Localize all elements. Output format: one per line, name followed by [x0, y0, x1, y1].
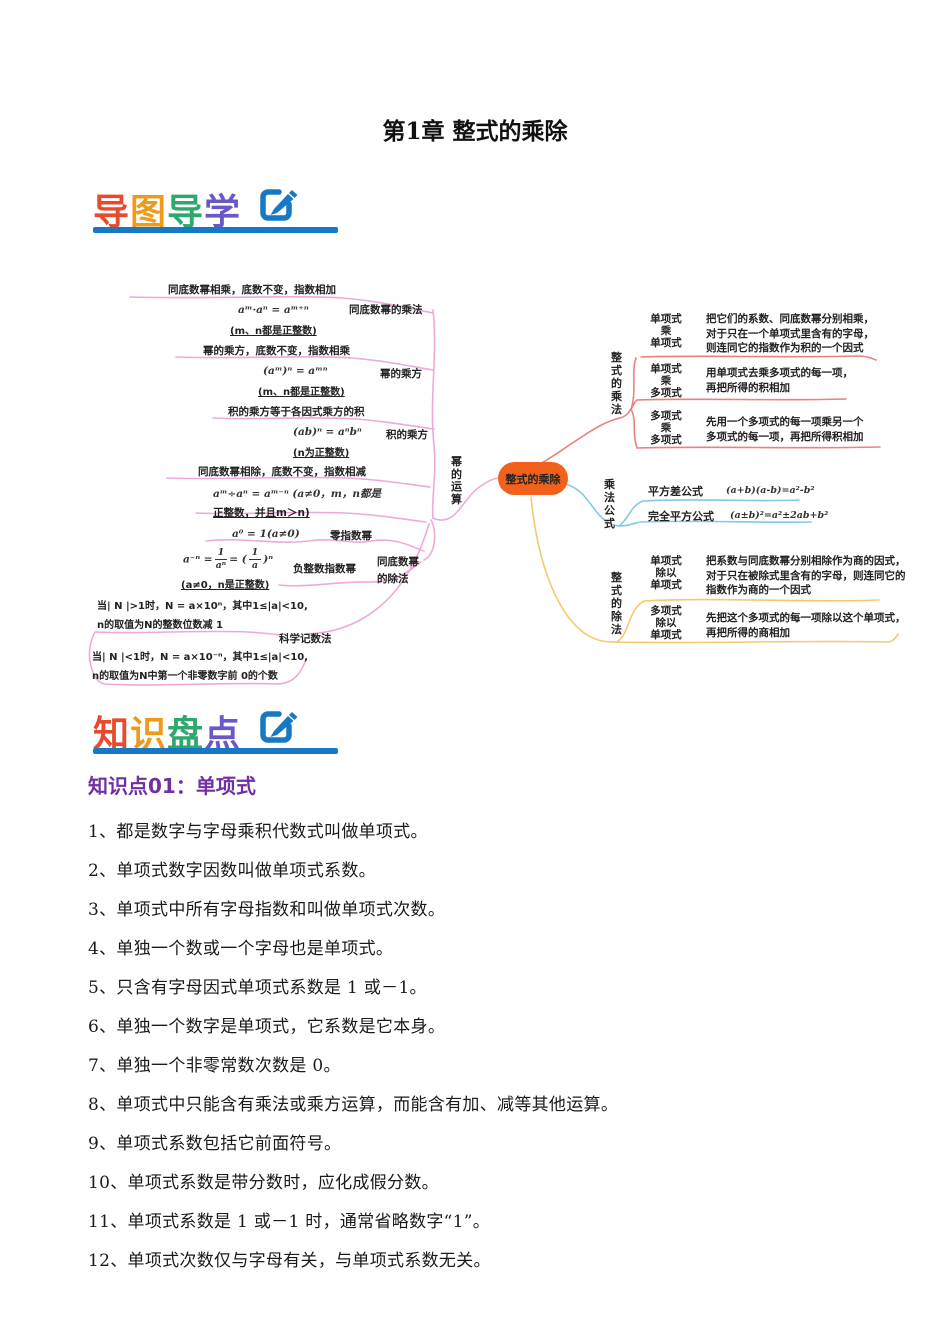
branch-label-divide: 整式的除法 [611, 571, 622, 636]
desc-poly-div-mono: 先把这个多项式的每一项除以这个单项式， 再把所得的商相加 [706, 612, 906, 639]
desc-poly-times-poly: 先用一个多项式的每一项乘另一个 多项式的每一项，再把所得积相加 [706, 416, 864, 443]
label-mul-same-base: 同底数幂的乘法 [349, 304, 423, 316]
knowledge-point-heading: 知识点01：单项式 [88, 774, 256, 798]
desc-mono-div-mono: 把系数与同底数幂分别相除作为商的因式， 对于只在被除式里含有的字母，则连同它的 … [706, 555, 906, 596]
knowledge-item-4: 4、单独一个数或一个字母也是单项式。 [88, 939, 394, 959]
neg-exp-close: )ⁿ [263, 553, 274, 566]
mindmap: 整式的乘除 幂的运算 整式的乘法 乘法公式 整式的除法 同底数幂相乘，底数不变，… [0, 260, 950, 700]
divide-branch-lines [530, 496, 899, 644]
knowledge-item-11: 11、单项式系数是 1 或－1 时，通常省略数字“1”。 [88, 1212, 491, 1232]
knowledge-item-9: 9、单项式系数包括它前面符号。 [88, 1134, 342, 1154]
label-scientific-notation: 科学记数法 [279, 633, 332, 645]
knowledge-item-1: 1、都是数字与字母乘积代数式叫做单项式。 [88, 822, 428, 842]
scientific-big-line2: n的取值为N的整数位数减 1 [97, 620, 223, 631]
knowledge-item-5: 5、只含有字母因式单项式系数是 1 或－1。 [88, 978, 427, 998]
head-poly-div-mono: 多项式 除以 单项式 [650, 605, 682, 641]
scientific-big-line1: 当| N |>1时，N = a×10ⁿ，其中1≤|a|<10, [97, 601, 308, 612]
edit-icon [256, 705, 300, 753]
knowledge-item-10: 10、单项式系数是带分数时，应化成假分数。 [88, 1173, 439, 1193]
multiply-branch-lines [539, 355, 881, 465]
mindmap-header-underline [93, 227, 338, 233]
mindmap-section-header: 导图导学 [93, 183, 393, 235]
formula-div-same-base-line2: 正整数，并且m＞n) [213, 507, 310, 519]
formula-branch-lines [565, 483, 812, 527]
knowledge-header-underline [93, 748, 338, 754]
label-power-of-power: 幂的乘方 [380, 368, 422, 380]
branch-label-mul-formulas: 乘法公式 [604, 478, 615, 530]
note-power-of-power: 幂的乘方，底数不变，指数相乘 [203, 345, 350, 357]
label-division-group: 同底数幂 的除法 [377, 556, 419, 585]
scientific-small-line1: 当| N |<1时，N = a×10⁻ⁿ，其中1≤|a|<10, [92, 652, 309, 663]
formula-square-difference: (a+b)(a-b)=a²-b² [726, 485, 815, 496]
cond-neg-exp: (a≠0，n是正整数) [181, 580, 270, 591]
head-mono-times-poly: 单项式 乘 多项式 [650, 363, 682, 399]
mindmap-root-node: 整式的乘除 [498, 462, 568, 495]
desc-mono-times-poly: 用单项式去乘多项式的每一项， 再把所得的积相加 [706, 367, 853, 394]
branch-label-multiply: 整式的乘法 [611, 351, 622, 416]
formula-div-same-base-line1: aᵐ÷aⁿ = aᵐ⁻ⁿ (a≠0，m，n都是 [213, 488, 382, 500]
cond-mul-same-base: (m、n都是正整数) [230, 326, 317, 337]
head-poly-times-poly: 多项式 乘 多项式 [650, 410, 682, 446]
mindmap-header-label: 导图导学 [93, 192, 242, 233]
formula-power-of-product: (ab)ⁿ = aⁿbⁿ [293, 426, 362, 438]
head-mono-times-mono: 单项式 乘 单项式 [650, 313, 682, 349]
label-power-of-product: 积的乘方 [386, 429, 428, 441]
label-perfect-square: 完全平方公式 [648, 510, 714, 523]
knowledge-item-8: 8、单项式中只能含有乘法或乘方运算，而能含有加、减等其他运算。 [88, 1095, 619, 1115]
head-mono-div-mono: 单项式 除以 单项式 [650, 555, 682, 591]
desc-mono-times-mono: 把它们的系数、同底数幂分别相乘， 对于只在一个单项式里含有的字母， 则连同它的指… [706, 313, 874, 354]
edit-icon [256, 183, 300, 231]
knowledge-item-7: 7、单独一个非零常数次数是 0。 [88, 1056, 341, 1076]
note-mul-same-base: 同底数幂相乘，底数不变，指数相加 [168, 284, 336, 296]
knowledge-item-6: 6、单独一个数字是单项式，它系数是它本身。 [88, 1017, 446, 1037]
page-title: 第1章 整式的乘除 [382, 118, 568, 145]
label-square-difference: 平方差公式 [648, 485, 703, 498]
formula-perfect-square: (a±b)²=a²±2ab+b² [730, 510, 829, 521]
label-zero-exp: 零指数幂 [330, 530, 372, 542]
neg-exp-lhs: a⁻ⁿ = [183, 553, 213, 566]
note-div-same-base: 同底数幂相除，底数不变，指数相减 [198, 466, 366, 478]
knowledge-item-12: 12、单项式次数仅与字母有关，与单项式系数无关。 [88, 1251, 491, 1271]
knowledge-item-3: 3、单项式中所有字母指数和叫做单项式次数。 [88, 900, 446, 920]
cond-power-of-product: (n为正整数) [293, 448, 350, 459]
formula-mul-same-base: aᵐ·aⁿ = aᵐ⁺ⁿ [238, 304, 309, 316]
branch-label-power: 幂的运算 [451, 455, 462, 506]
formula-zero-exp: a⁰ = 1(a≠0) [232, 528, 300, 540]
power-branch-lines [88, 296, 499, 686]
note-power-of-product: 积的乘方等于各因式乘方的积 [228, 406, 365, 418]
scientific-small-line2: n的取值为N中第一个非零数字前 0的个数 [92, 671, 278, 682]
formula-power-of-power: (aᵐ)ⁿ = aᵐⁿ [263, 365, 328, 377]
mindmap-connectors [88, 296, 899, 686]
label-neg-exp: 负整数指数幂 [293, 563, 356, 575]
neg-exp-eq: = ( [229, 553, 247, 566]
knowledge-item-2: 2、单项式数字因数叫做单项式系数。 [88, 861, 376, 881]
cond-power-of-power: (m、n都是正整数) [258, 387, 345, 398]
